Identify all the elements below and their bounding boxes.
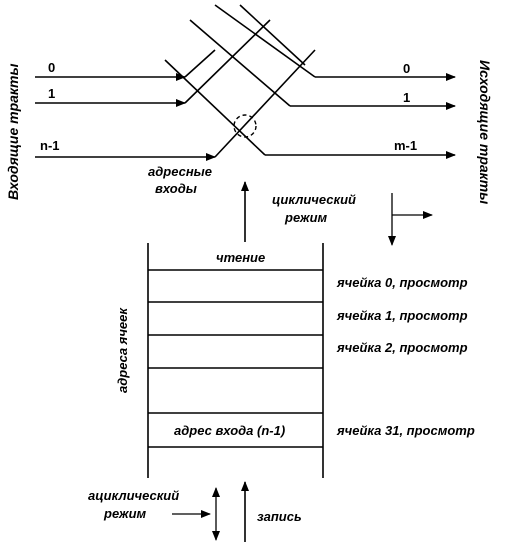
input-path-n-1 [35, 49, 316, 161]
cell-label-0: ячейка 0, просмотр [336, 275, 468, 290]
output-label-m-1: m-1 [394, 138, 417, 153]
crosspoint-circle [233, 114, 257, 138]
output-path-m-1 [164, 59, 456, 159]
input-path-0 [35, 49, 216, 81]
cell-content: адрес входа (n-1) [174, 423, 285, 438]
acyclic-mode-label: ациклический [88, 488, 179, 503]
input-label-0: 0 [48, 60, 55, 75]
cyclic-mode-label-2: режим [284, 210, 328, 225]
cell-addresses-label: адреса ячеек [115, 307, 130, 393]
inputs-title: Входящие тракты [5, 64, 21, 200]
acyclic-mode-label-2: режим [103, 506, 147, 521]
input-label-n-1: n-1 [40, 138, 60, 153]
cyclic-mode-switch-icon [388, 193, 433, 246]
write-label: запись [257, 509, 302, 524]
address-inputs-label-2: входы [155, 181, 197, 196]
memory-block [147, 243, 324, 478]
output-path-1 [189, 19, 456, 110]
acyclic-mode-switch-icon [172, 487, 220, 541]
cell-label-1: ячейка 1, просмотр [336, 308, 468, 323]
output-label-0: 0 [403, 61, 410, 76]
read-label: чтение [216, 250, 265, 265]
address-inputs-label: адресные [148, 164, 212, 179]
cell-label-31: ячейка 31, просмотр [336, 423, 475, 438]
output-path-0 [214, 4, 456, 81]
outputs-title: Исходящие тракты [477, 60, 493, 204]
input-label-1: 1 [48, 86, 55, 101]
cell-label-2: ячейка 2, просмотр [336, 340, 468, 355]
cyclic-mode-label: циклический [272, 192, 356, 207]
input-path-1 [35, 19, 271, 107]
output-label-1: 1 [403, 90, 410, 105]
crossing-line [239, 4, 306, 66]
